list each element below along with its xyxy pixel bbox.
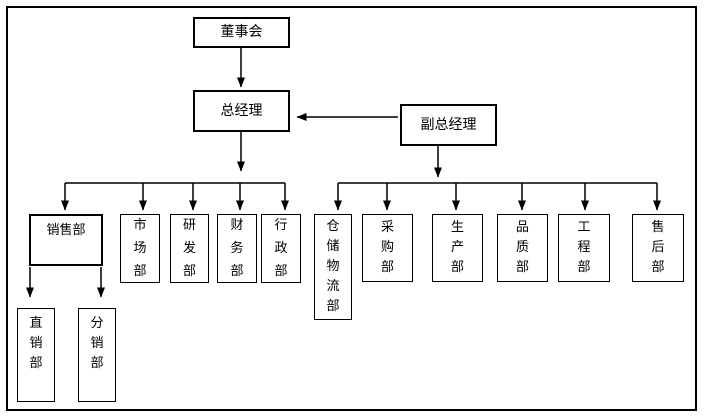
node-engineering-dept-label: 工程部 [577,220,591,275]
node-direct-sales-dept: 直销部 [17,308,55,402]
node-quality-dept: 品质部 [497,214,548,282]
node-production-dept: 生产部 [432,214,483,282]
node-board-label: 董事会 [220,24,263,41]
outer-frame [6,6,697,411]
node-purchasing-dept-label: 采购部 [380,220,394,275]
node-administration-dept-label: 行政部 [274,218,288,279]
node-general-manager-label: 总经理 [220,102,263,119]
node-general-manager: 总经理 [193,90,290,132]
node-production-dept-label: 生产部 [450,220,464,275]
node-engineering-dept: 工程部 [558,214,610,282]
node-administration-dept: 行政部 [261,214,301,283]
node-direct-sales-dept-label: 直销部 [29,316,43,371]
node-distribution-sales-dept: 分销部 [78,308,116,402]
node-deputy-general-manager-label: 副总经理 [420,116,477,133]
node-research-dept: 研发部 [170,214,209,283]
node-sales-dept: 销售部 [29,214,103,266]
node-after-sales-dept-label: 售后部 [651,220,665,275]
node-research-dept-label: 研发部 [182,218,196,279]
node-distribution-sales-dept-label: 分销部 [90,316,104,371]
node-after-sales-dept: 售后部 [632,214,684,282]
node-finance-dept: 财务部 [217,214,257,283]
node-purchasing-dept: 采购部 [362,214,413,282]
node-board: 董事会 [193,17,290,48]
node-marketing-dept-label: 市场部 [133,218,147,279]
node-warehouse-logistics-dept-label: 仓储物流部 [326,219,340,314]
node-finance-dept-label: 财务部 [230,218,244,279]
node-deputy-general-manager: 副总经理 [400,104,497,146]
node-sales-dept-label: 销售部 [46,223,86,238]
node-quality-dept-label: 品质部 [515,220,529,275]
node-marketing-dept: 市场部 [120,214,160,283]
node-warehouse-logistics-dept: 仓储物流部 [314,214,352,320]
